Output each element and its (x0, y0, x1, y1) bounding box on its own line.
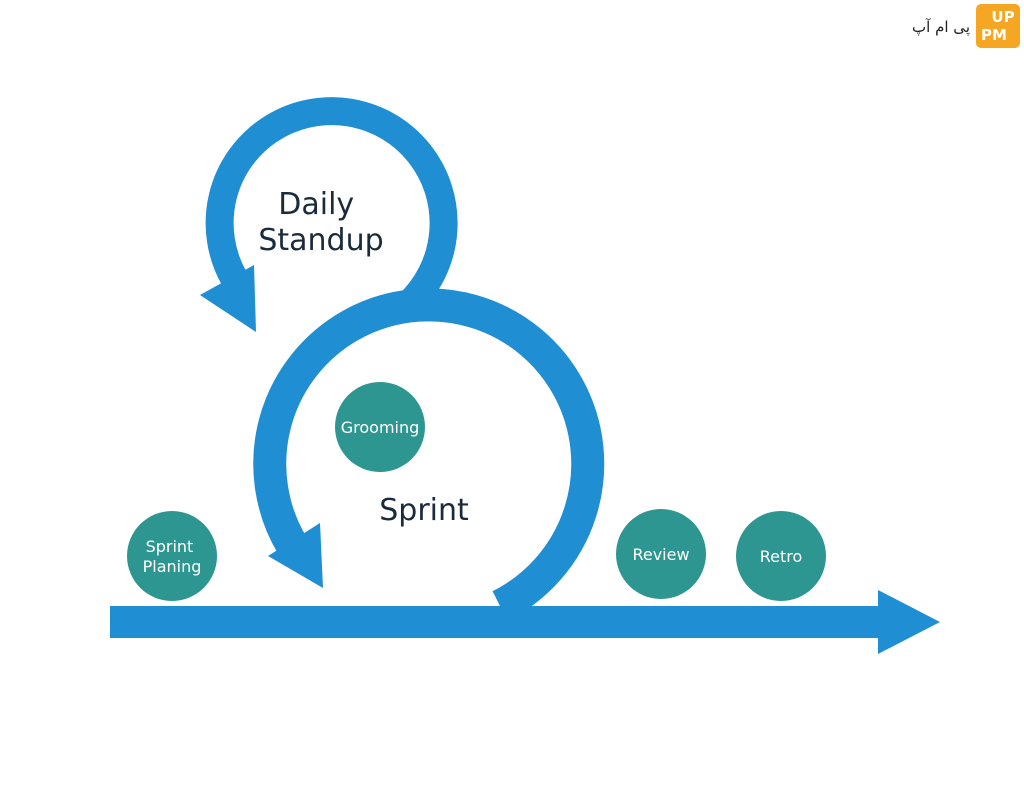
review-node: Review (616, 509, 706, 599)
daily-standup-label-line2: Standup (258, 223, 383, 258)
timeline-arrow (110, 590, 940, 654)
daily-standup-label: Daily Standup (258, 187, 383, 258)
pmup-logo-badge (976, 4, 1020, 48)
timeline-arrowhead (878, 590, 940, 654)
daily-standup-loop-path (205, 97, 458, 316)
grooming-label: Grooming (341, 418, 420, 437)
daily-standup-loop-arrowhead (200, 265, 256, 332)
grooming-circle (335, 382, 425, 472)
sprint-planning-circle (127, 511, 217, 601)
sprint-planning-label-line2: Planing (143, 557, 202, 576)
daily-standup-label-line1: Daily (278, 187, 354, 222)
retro-node: Retro (736, 511, 826, 601)
timeline-shaft (110, 606, 882, 638)
sprint-loop-arrowhead (268, 523, 323, 588)
grooming-node: Grooming (335, 382, 425, 472)
pmup-logo: پی ام آپ UP PM (912, 4, 1020, 48)
review-label: Review (632, 545, 689, 564)
daily-standup-loop-arrow (200, 97, 458, 332)
sprint-loop-arrow (253, 288, 605, 621)
retro-circle (736, 511, 826, 601)
pmup-logo-line2: PM (981, 26, 1007, 44)
sprint-label: Sprint (379, 493, 469, 528)
pmup-logo-line1: UP (991, 8, 1014, 26)
review-circle (616, 509, 706, 599)
sprint-loop-path (253, 288, 605, 621)
sprint-planning-label: Sprint Planing (143, 537, 202, 576)
pmup-logo-persian-text: پی ام آپ (912, 18, 970, 37)
sprint-planning-node: Sprint Planing (127, 511, 217, 601)
retro-label: Retro (760, 547, 803, 566)
sprint-planning-label-line1: Sprint (146, 537, 194, 556)
